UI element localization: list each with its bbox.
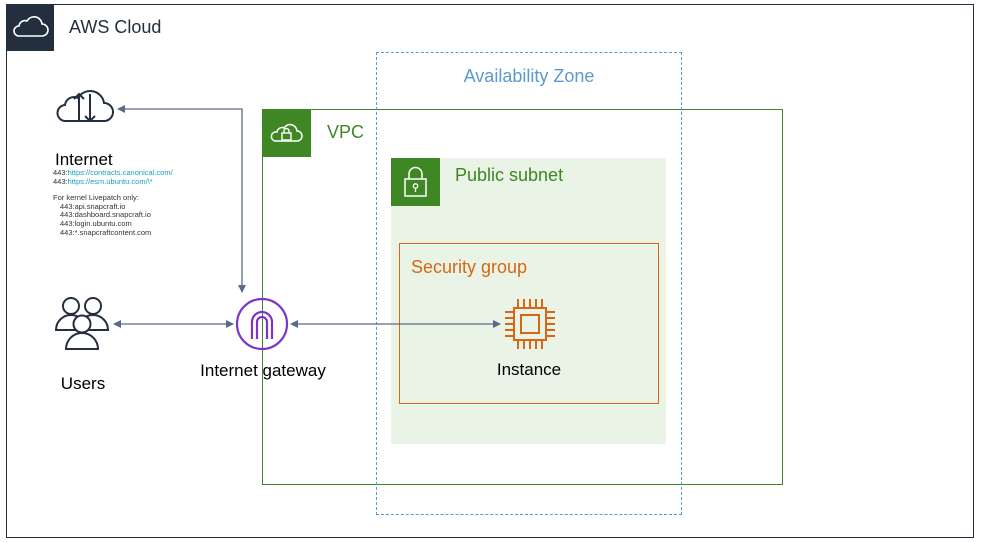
aws-cloud-title: AWS Cloud xyxy=(69,17,162,37)
endpoint-line: 443:https://esm.ubuntu.com/\* xyxy=(53,176,173,187)
vpc-container xyxy=(262,109,783,485)
livepatch-endpoint: 443:login.ubuntu.com xyxy=(60,218,132,228)
endpoint-port: 443: xyxy=(53,176,68,186)
instance-label: Instance xyxy=(496,360,562,379)
gateway-icon xyxy=(235,297,289,351)
internet-endpoints-notes: 443:https://contracts.canonical.com/ 443… xyxy=(53,168,173,237)
endpoint-link[interactable]: https://contracts.canonical.com/ xyxy=(67,168,173,177)
livepatch-heading: For kernel Livepatch only: xyxy=(53,193,139,203)
chip-icon xyxy=(505,299,555,349)
public-subnet-title: Public subnet xyxy=(455,165,564,185)
availability-zone-container xyxy=(376,52,682,515)
aws-cloud-container xyxy=(6,4,974,538)
aws-cloud-badge xyxy=(6,4,54,51)
security-group-title: Security group xyxy=(411,257,528,277)
internet-label: Internet xyxy=(55,150,113,169)
internet-gateway-label: Internet gateway xyxy=(200,361,326,380)
padlock-icon xyxy=(404,166,427,197)
vpc-badge xyxy=(262,109,311,157)
internet-gateway-connector xyxy=(117,105,246,293)
endpoint-link[interactable]: https://esm.ubuntu.com/\* xyxy=(67,176,153,186)
vpc-title: VPC xyxy=(327,122,365,142)
cloud-upload-download-icon xyxy=(56,89,114,123)
endpoint-line: 443:https://contracts.canonical.com/ xyxy=(53,168,173,178)
users-icon xyxy=(54,297,110,350)
availability-zone-title: Availability Zone xyxy=(463,66,595,86)
livepatch-endpoint: 443:dashboard.snapcraft.io xyxy=(60,210,151,220)
users-label: Users xyxy=(60,374,106,393)
cloud-icon xyxy=(13,16,49,37)
public-subnet-badge xyxy=(391,158,440,206)
endpoint-port: 443: xyxy=(53,168,68,177)
livepatch-endpoint: 443:*.snapcraftcontent.com xyxy=(60,227,152,237)
lock-cloud-icon xyxy=(270,123,303,142)
livepatch-endpoint: 443:api.snapcraft.io xyxy=(60,201,126,211)
